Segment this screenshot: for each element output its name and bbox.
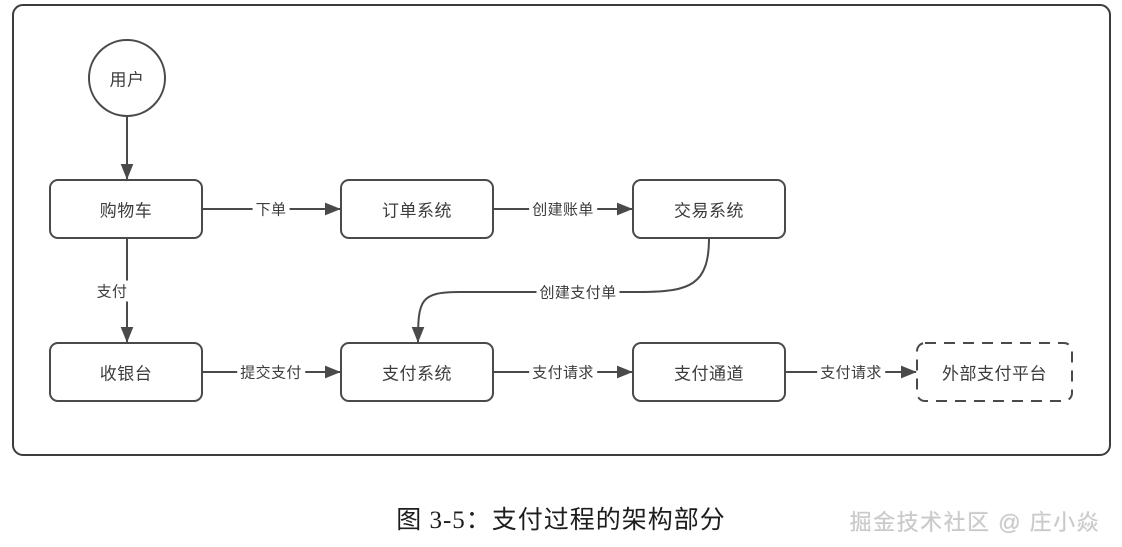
edge-transaction-system-to-payment-system <box>411 237 710 343</box>
node-cashier-desk[interactable] <box>49 342 203 402</box>
frame-layer <box>12 4 1111 456</box>
node-order-system[interactable] <box>340 179 494 239</box>
diagram-outer-frame <box>12 4 1111 456</box>
node-layer <box>49 39 1073 402</box>
node-external-payment-platform[interactable] <box>916 342 1073 402</box>
node-payment-system[interactable] <box>340 342 494 402</box>
node-transaction-system[interactable] <box>632 179 786 239</box>
node-payment-channel[interactable] <box>632 342 786 402</box>
node-user[interactable] <box>88 39 166 117</box>
node-shopping-cart[interactable] <box>49 179 203 239</box>
